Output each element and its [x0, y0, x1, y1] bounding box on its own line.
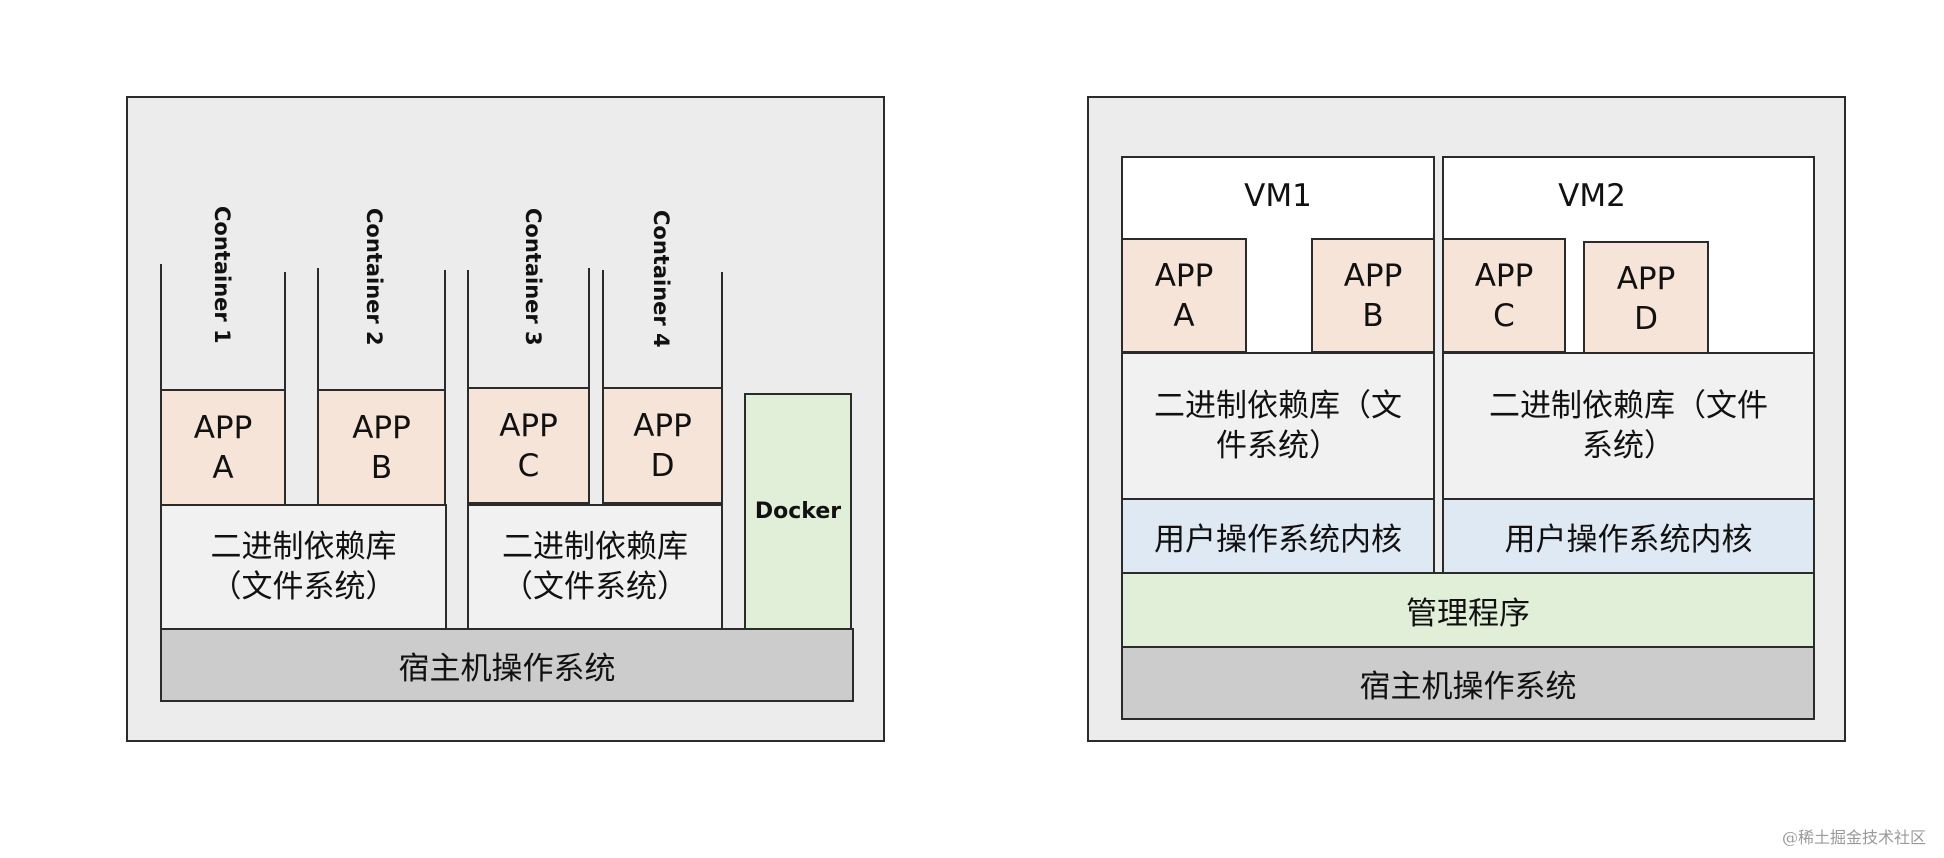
- container-2-wall-right: [444, 270, 446, 506]
- app-label: APP: [633, 407, 692, 444]
- app-label: APP: [1474, 257, 1534, 294]
- vm1-binary-lib-box: 二进制依赖库（文 件系统）: [1121, 352, 1435, 500]
- docker-engine-box: Docker: [744, 393, 852, 630]
- lib-line-1: 二进制依赖库（文件: [1489, 388, 1768, 424]
- lib-line-2: （文件系统）: [210, 569, 397, 605]
- host-os-label: 宿主机操作系统: [1359, 668, 1577, 705]
- vm2-title: VM2: [1558, 178, 1626, 214]
- container-3-app-box: APP C: [467, 387, 590, 504]
- lib-line-1: 二进制依赖库: [210, 529, 397, 565]
- kernel-label: 用户操作系统内核: [1154, 521, 1402, 558]
- binary-lib-box-2: 二进制依赖库 （文件系统）: [467, 504, 723, 630]
- container-3-label: Container 3: [521, 208, 545, 346]
- app-id: B: [1362, 297, 1384, 334]
- container-1-label: Container 1: [210, 206, 234, 344]
- container-4-app-box: APP D: [602, 387, 723, 504]
- lib-line-2: （文件系统）: [502, 569, 688, 605]
- app-id: C: [517, 447, 540, 484]
- docker-label: Docker: [754, 499, 842, 524]
- docker-architecture-panel: Container 1 Container 2 Container 3 Cont…: [126, 96, 885, 742]
- lib-line-1: 二进制依赖库（文: [1154, 388, 1402, 424]
- app-id: A: [212, 449, 234, 486]
- vm1-title: VM1: [1244, 178, 1312, 214]
- binary-lib-box-1: 二进制依赖库 （文件系统）: [160, 504, 447, 630]
- container-1-app-box: APP A: [160, 389, 286, 506]
- vm1-app-b-box: APP B: [1311, 238, 1435, 353]
- host-os-box: 宿主机操作系统: [1121, 646, 1815, 720]
- app-id: A: [1173, 297, 1195, 334]
- hypervisor-box: 管理程序: [1121, 572, 1815, 648]
- app-label: APP: [352, 409, 411, 446]
- app-label: APP: [1154, 257, 1214, 294]
- vm-architecture-panel: VM1 VM2 APP A APP B APP C APP D 二进制依赖库（文…: [1087, 96, 1846, 742]
- lib-line-2: 件系统）: [1216, 428, 1340, 464]
- lib-line-2: 系统）: [1582, 428, 1675, 464]
- kernel-label: 用户操作系统内核: [1504, 521, 1753, 558]
- app-label: APP: [193, 409, 253, 446]
- app-id: D: [1634, 300, 1658, 337]
- hypervisor-label: 管理程序: [1406, 595, 1530, 632]
- vm2-app-c-box: APP C: [1442, 238, 1566, 353]
- host-os-box: 宿主机操作系统: [160, 628, 854, 702]
- app-label: APP: [1616, 260, 1676, 297]
- app-id: D: [650, 447, 675, 484]
- container-3-wall-right: [588, 268, 590, 504]
- app-label: APP: [499, 407, 558, 444]
- app-id: C: [1493, 297, 1515, 334]
- app-label: APP: [1343, 257, 1403, 294]
- vm2-kernel-box: 用户操作系统内核: [1442, 498, 1815, 574]
- container-2-wall-left: [317, 268, 319, 506]
- container-2-app-box: APP B: [317, 389, 446, 506]
- vm2-app-d-box: APP D: [1583, 241, 1709, 356]
- watermark: @稀土掘金技术社区: [1781, 828, 1926, 847]
- container-2-label: Container 2: [362, 208, 386, 346]
- container-4-label: Container 4: [649, 210, 673, 348]
- vm1-app-a-box: APP A: [1121, 238, 1247, 353]
- app-id: B: [370, 449, 393, 486]
- vm1-kernel-box: 用户操作系统内核: [1121, 498, 1435, 574]
- vm2-binary-lib-box: 二进制依赖库（文件 系统）: [1442, 352, 1815, 500]
- lib-line-1: 二进制依赖库: [502, 529, 688, 565]
- host-os-label: 宿主机操作系统: [398, 650, 616, 687]
